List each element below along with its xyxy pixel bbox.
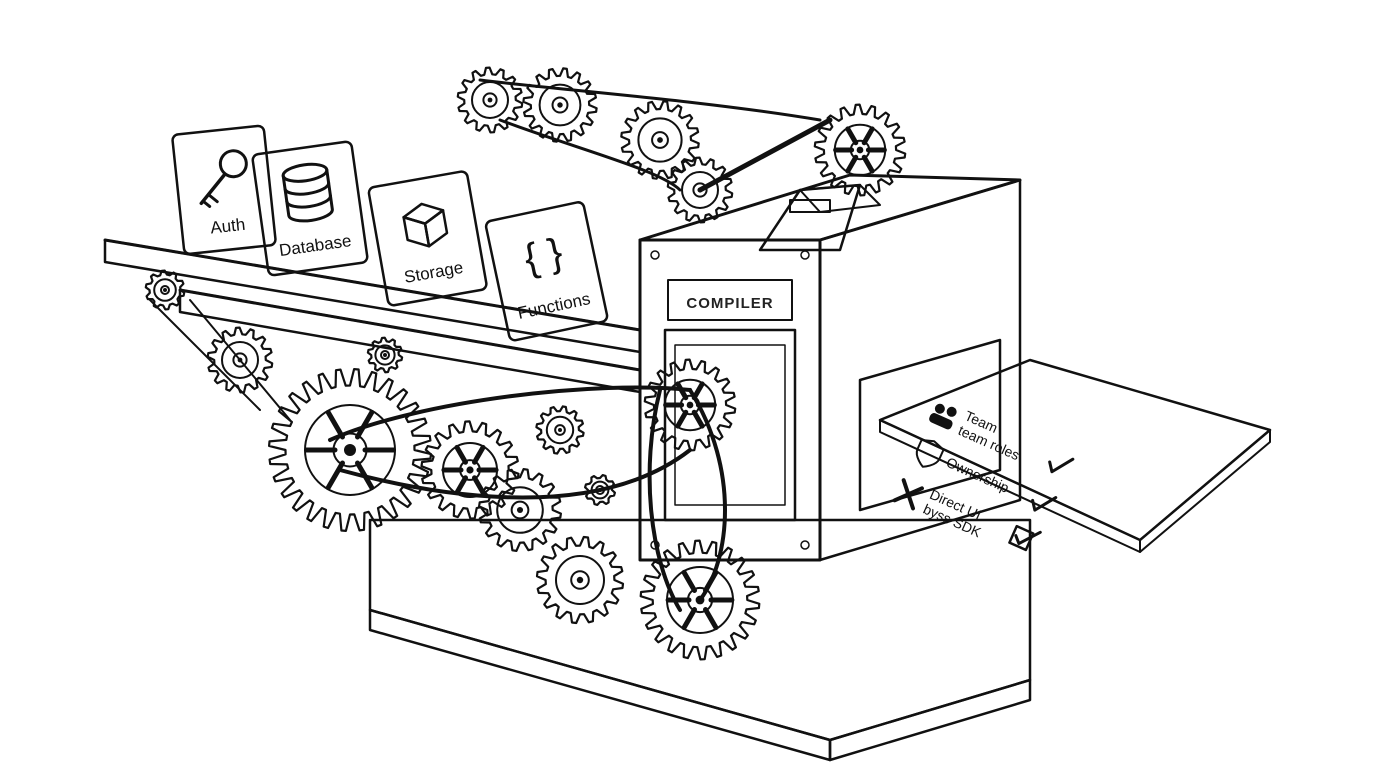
card-label-storage: Storage bbox=[403, 258, 465, 287]
top-handle bbox=[758, 183, 881, 252]
gear bbox=[144, 269, 186, 311]
card-auth: Auth bbox=[171, 124, 277, 255]
gear bbox=[535, 535, 625, 625]
key-icon bbox=[199, 149, 248, 208]
card-storage: Storage bbox=[367, 170, 488, 307]
sheet-row-direct-ui: Direct UI byss SDK bbox=[892, 478, 1042, 552]
gear bbox=[666, 156, 734, 224]
gear bbox=[478, 468, 562, 552]
input-cards: Auth Database Storage { } bbox=[171, 124, 609, 342]
gear bbox=[620, 100, 700, 180]
gear bbox=[456, 66, 524, 134]
people-icon bbox=[929, 403, 957, 430]
card-functions: { } Functions bbox=[484, 201, 609, 342]
card-label-functions: Functions bbox=[516, 289, 592, 323]
card-database: Database bbox=[251, 140, 369, 277]
drive-belts bbox=[328, 78, 833, 612]
gear bbox=[522, 67, 598, 143]
compiler-label: COMPILER bbox=[686, 295, 773, 312]
gear bbox=[535, 405, 585, 455]
braces-icon: { } bbox=[520, 230, 566, 281]
check-icon bbox=[1031, 496, 1058, 512]
checkbox-icon bbox=[1008, 524, 1042, 552]
gear-assembly bbox=[144, 66, 907, 661]
gear bbox=[420, 420, 520, 520]
database-icon bbox=[281, 162, 334, 223]
card-label-auth: Auth bbox=[209, 215, 246, 238]
check-icon bbox=[1048, 457, 1075, 474]
chassis-base bbox=[368, 518, 1032, 762]
shield-icon bbox=[915, 438, 945, 468]
gear bbox=[813, 103, 907, 197]
gear bbox=[643, 358, 737, 452]
output-sheet: Team team roles Ownership Direct UI byss… bbox=[878, 358, 1272, 553]
gear bbox=[366, 336, 404, 374]
card-label-database: Database bbox=[278, 231, 353, 260]
x-icon bbox=[892, 478, 924, 511]
gear bbox=[268, 368, 432, 532]
compiler-machine: COMPILER bbox=[638, 173, 1022, 562]
gear bbox=[206, 326, 274, 394]
box-icon bbox=[402, 202, 449, 248]
